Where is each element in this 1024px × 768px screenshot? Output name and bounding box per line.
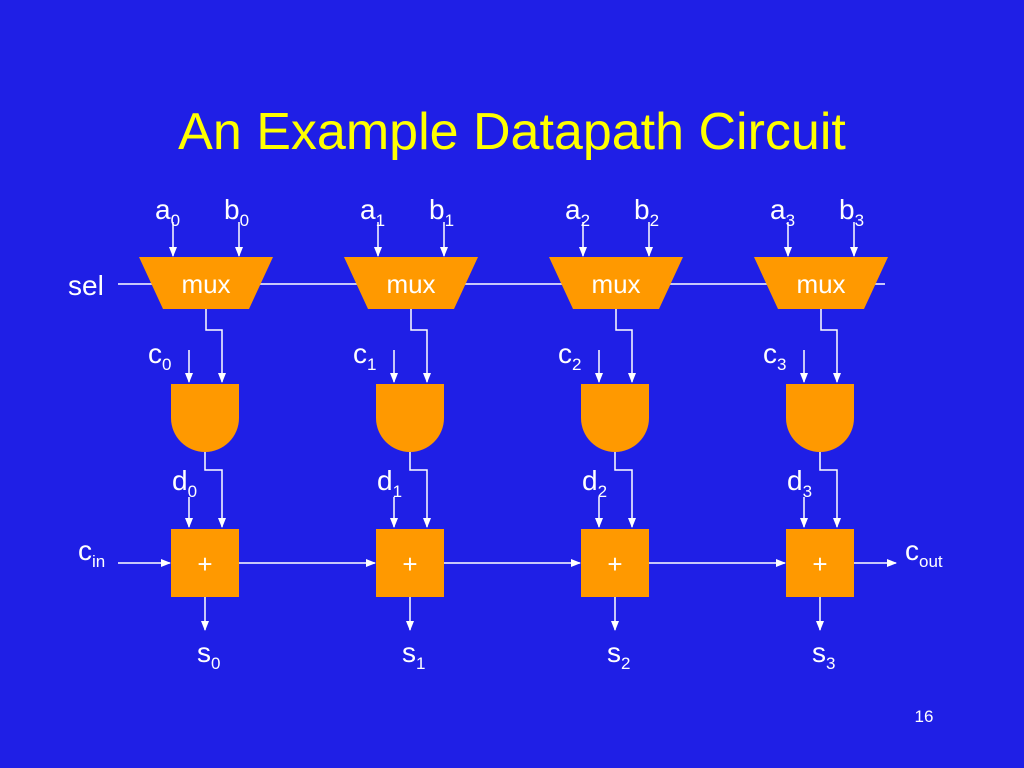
gate-output-wire [409, 452, 431, 528]
bit-slice: a2 b2 mux c2 d2 + s2 [549, 194, 786, 673]
and-gate [376, 384, 444, 452]
gate-output-wire [614, 452, 636, 528]
input-c-label: c1 [353, 338, 376, 374]
mux-label: mux [796, 269, 845, 299]
mux-label: mux [386, 269, 435, 299]
slide-title: An Example Datapath Circuit [178, 103, 846, 161]
input-d-label: d1 [377, 465, 402, 501]
cout-label: cout [905, 535, 943, 571]
mux-block [344, 257, 478, 309]
gate-output-wire [204, 452, 226, 528]
input-b-label: b1 [429, 194, 454, 230]
adder-label: + [402, 549, 417, 579]
input-a-label: a1 [360, 194, 385, 230]
and-gate [786, 384, 854, 452]
adder-label: + [197, 549, 212, 579]
input-c-label: c3 [763, 338, 786, 374]
input-a-label: a0 [155, 194, 180, 230]
output-s-label: s3 [812, 637, 835, 673]
mux-output-wire [820, 309, 841, 383]
mux-output-wire [205, 309, 226, 383]
adder-block [171, 529, 239, 597]
adder-block [581, 529, 649, 597]
bit-slices: a0 b0 mux c0 d0 + s0 a1 b1 mux c1 d1 + s1 a2 b2 mux c2 d2 +… [139, 194, 888, 673]
mux-block [754, 257, 888, 309]
bit-slice: a3 b3 mux c3 d3 + s3 [754, 194, 888, 673]
mux-block [139, 257, 273, 309]
output-s-label: s0 [197, 637, 220, 673]
input-d-label: d3 [787, 465, 812, 501]
input-b-label: b0 [224, 194, 249, 230]
input-a-label: a3 [770, 194, 795, 230]
bit-slice: a0 b0 mux c0 d0 + s0 [139, 194, 376, 673]
mux-label: mux [181, 269, 230, 299]
input-c-label: c2 [558, 338, 581, 374]
adder-label: + [607, 549, 622, 579]
and-gate [581, 384, 649, 452]
bit-slice: a1 b1 mux c1 d1 + s1 [344, 194, 581, 673]
output-s-label: s1 [402, 637, 425, 673]
mux-label: mux [591, 269, 640, 299]
page-number: 16 [914, 707, 934, 726]
sel-label: sel [68, 270, 104, 301]
mux-output-wire [410, 309, 431, 383]
input-b-label: b2 [634, 194, 659, 230]
and-gate [171, 384, 239, 452]
adder-label: + [812, 549, 827, 579]
input-c-label: c0 [148, 338, 171, 374]
mux-block [549, 257, 683, 309]
input-b-label: b3 [839, 194, 864, 230]
input-a-label: a2 [565, 194, 590, 230]
output-s-label: s2 [607, 637, 630, 673]
input-d-label: d0 [172, 465, 197, 501]
adder-block [786, 529, 854, 597]
gate-output-wire [819, 452, 841, 528]
cin-label: cin [78, 535, 105, 571]
input-d-label: d2 [582, 465, 607, 501]
adder-block [376, 529, 444, 597]
mux-output-wire [615, 309, 636, 383]
